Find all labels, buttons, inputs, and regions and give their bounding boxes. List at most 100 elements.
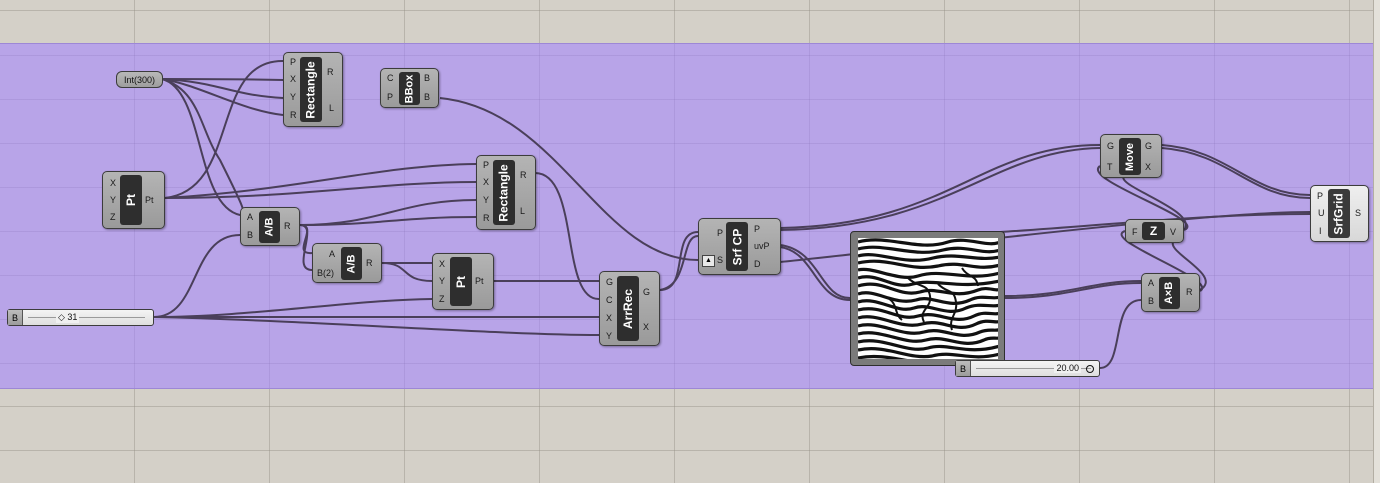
number-slider-1[interactable]: B ◇ 31: [7, 309, 154, 326]
reparameterize-icon[interactable]: ▲: [702, 255, 715, 267]
component-title: Z: [1142, 222, 1165, 240]
input-c[interactable]: C: [606, 295, 613, 305]
output-b[interactable]: B: [424, 92, 431, 102]
input-y[interactable]: Y: [290, 92, 297, 102]
division-component-1[interactable]: A B A/B R: [240, 207, 300, 246]
input-t[interactable]: T: [1107, 162, 1113, 172]
input-y[interactable]: Y: [483, 195, 490, 205]
output-uvp[interactable]: uvP: [754, 241, 770, 251]
output-l[interactable]: L: [329, 103, 335, 113]
input-z[interactable]: Z: [110, 212, 116, 222]
output-g[interactable]: G: [643, 287, 651, 297]
number-slider-2[interactable]: B 20.00: [955, 360, 1100, 377]
input-y[interactable]: Y: [606, 331, 613, 341]
output-pt[interactable]: Pt: [145, 195, 154, 205]
input-i[interactable]: I: [1319, 226, 1322, 236]
output-p[interactable]: P: [754, 224, 761, 234]
wire: [1161, 144, 1311, 196]
input-x[interactable]: X: [110, 178, 117, 188]
output-b[interactable]: B: [424, 73, 431, 83]
input-p[interactable]: P: [290, 57, 297, 67]
wire: [164, 163, 477, 199]
construct-point-component-2[interactable]: X Y Z Pt Pt: [432, 253, 494, 310]
input-p[interactable]: P: [387, 92, 394, 102]
wire: [1004, 282, 1142, 299]
input-x[interactable]: X: [290, 74, 297, 84]
bounding-box-component[interactable]: C P BBox B B: [380, 68, 439, 108]
component-title: Pt: [120, 175, 142, 225]
output-r[interactable]: R: [284, 221, 291, 231]
move-component[interactable]: G T Move G X: [1100, 134, 1162, 178]
slider-label: B: [8, 310, 23, 325]
input-y[interactable]: Y: [439, 276, 446, 286]
input-a[interactable]: A: [247, 212, 254, 222]
wire: [779, 144, 1101, 229]
output-r[interactable]: R: [1186, 287, 1193, 297]
slider-value[interactable]: ◇ 31: [56, 312, 80, 323]
output-x[interactable]: X: [643, 322, 650, 332]
input-z[interactable]: Z: [439, 294, 445, 304]
image-sampler-preview[interactable]: [850, 231, 1005, 366]
zebra-pattern-image: [858, 238, 998, 359]
input-g[interactable]: G: [1107, 141, 1115, 151]
input-b2[interactable]: B(2): [317, 268, 335, 278]
slider-grip-icon[interactable]: [1086, 365, 1094, 373]
input-p[interactable]: P: [1317, 191, 1324, 201]
input-g[interactable]: G: [606, 277, 614, 287]
output-x[interactable]: X: [1145, 162, 1152, 172]
rectangular-array-component[interactable]: G C X Y ArrRec G X: [599, 271, 660, 346]
wire: [439, 97, 699, 261]
slider-track[interactable]: [28, 317, 145, 318]
wire: [381, 262, 433, 282]
division-component-2[interactable]: A B(2) A/B R: [312, 243, 382, 283]
output-r[interactable]: R: [520, 170, 527, 180]
input-s[interactable]: S: [717, 255, 724, 265]
component-title: Rectangle: [300, 57, 322, 122]
output-v[interactable]: V: [1170, 227, 1177, 237]
input-a[interactable]: A: [1148, 278, 1155, 288]
input-u[interactable]: U: [1318, 208, 1325, 218]
wire: [659, 235, 699, 291]
wire: [779, 244, 851, 299]
wire: [534, 172, 600, 301]
input-p[interactable]: P: [483, 160, 490, 170]
unit-z-component[interactable]: F Z V: [1125, 219, 1184, 243]
surface-grid-component[interactable]: P U I SrfGrid S: [1310, 185, 1369, 242]
input-x[interactable]: X: [483, 177, 490, 187]
component-title: Rectangle: [493, 160, 515, 225]
output-l[interactable]: L: [520, 206, 526, 216]
input-b[interactable]: B: [247, 230, 254, 240]
input-x[interactable]: X: [606, 313, 613, 323]
surface-closest-point-component[interactable]: P ▲ S Srf CP P uvP D: [698, 218, 781, 275]
input-a[interactable]: A: [329, 249, 336, 259]
wire: [164, 59, 284, 199]
component-title: Pt: [450, 257, 472, 306]
output-pt[interactable]: Pt: [475, 276, 484, 286]
integer-param[interactable]: Int(300): [116, 71, 163, 88]
component-title: Move: [1119, 138, 1141, 175]
wire: [659, 231, 699, 291]
input-r[interactable]: R: [483, 213, 490, 223]
input-x[interactable]: X: [439, 259, 446, 269]
slider-track[interactable]: [976, 368, 1091, 369]
input-c[interactable]: C: [387, 73, 394, 83]
rectangle-component-2[interactable]: P X Y R Rectangle R L: [476, 155, 536, 230]
input-y[interactable]: Y: [110, 195, 117, 205]
construct-point-component-1[interactable]: X Y Z Pt Pt: [102, 171, 165, 229]
input-p[interactable]: P: [717, 228, 724, 238]
input-b[interactable]: B: [1148, 296, 1155, 306]
slider-value[interactable]: 20.00: [1054, 363, 1081, 373]
component-title: SrfGrid: [1328, 189, 1350, 238]
wire: [161, 78, 241, 216]
rectangle-component-1[interactable]: P X Y R Rectangle R L: [283, 52, 343, 127]
output-g[interactable]: G: [1145, 141, 1153, 151]
output-r[interactable]: R: [366, 258, 373, 268]
input-f[interactable]: F: [1132, 227, 1138, 237]
output-d[interactable]: D: [754, 259, 761, 269]
multiplication-component[interactable]: A B A×B R: [1141, 273, 1200, 312]
output-r[interactable]: R: [327, 67, 334, 77]
input-r[interactable]: R: [290, 110, 297, 120]
wire: [779, 147, 1101, 231]
output-s[interactable]: S: [1355, 208, 1362, 218]
